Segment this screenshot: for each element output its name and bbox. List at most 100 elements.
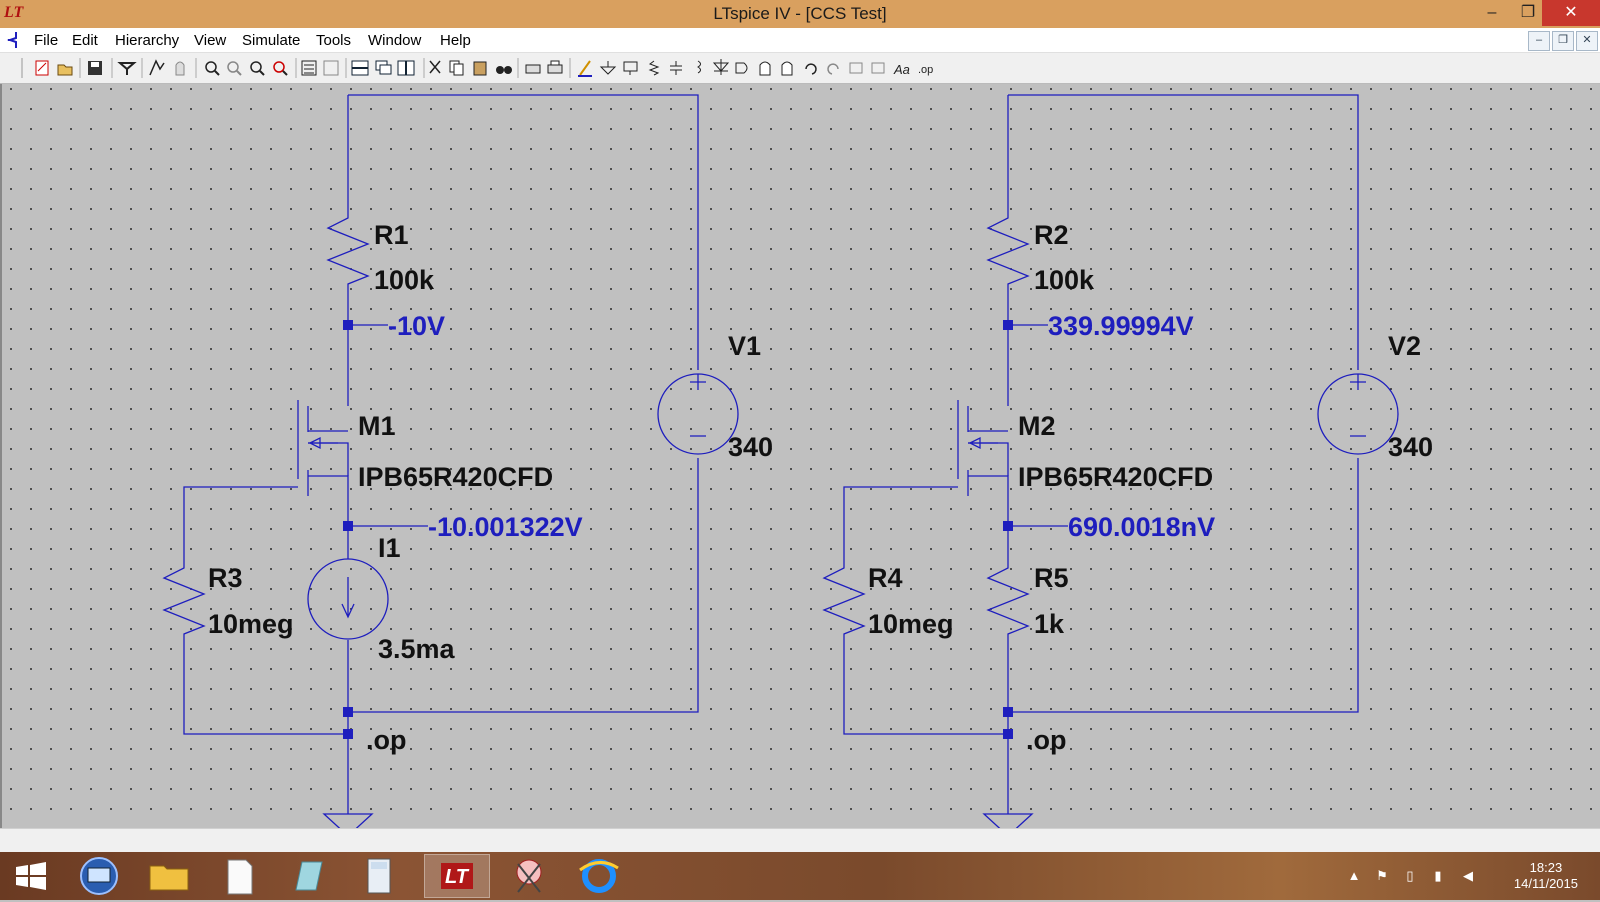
- m1-name: M1: [358, 411, 396, 441]
- r2-resistor[interactable]: [986, 210, 1030, 292]
- redo-icon[interactable]: [827, 63, 839, 75]
- resistor-icon[interactable]: [648, 60, 660, 76]
- capacitor-icon[interactable]: [670, 61, 682, 75]
- find-icon[interactable]: [496, 66, 512, 74]
- drag-icon[interactable]: [781, 61, 793, 76]
- zoom-in-icon[interactable]: [205, 61, 220, 76]
- print-setup-icon[interactable]: [525, 64, 541, 74]
- window-title: LTspice IV - [CCS Test]: [713, 4, 887, 23]
- halt-icon[interactable]: [175, 61, 185, 76]
- zoom-full-icon[interactable]: [323, 60, 339, 76]
- r4-resistor[interactable]: [822, 560, 866, 640]
- toolbar: Aa .op: [0, 53, 1600, 84]
- spice-directive-icon[interactable]: .op: [918, 64, 933, 76]
- v2-name: V2: [1388, 331, 1421, 361]
- svg-text:Aa: Aa: [893, 62, 910, 77]
- run-icon[interactable]: [149, 59, 165, 76]
- menu-hierarchy[interactable]: Hierarchy: [115, 32, 180, 49]
- left-source-voltage-label: -10.001322V: [428, 512, 583, 542]
- tile-vertical-icon[interactable]: [397, 60, 415, 76]
- taskbar: LT ▲ ⚑ ▯ ▮ ◀ 18:23 14/11/2015: [0, 852, 1600, 900]
- file-explorer-icon[interactable]: [136, 854, 202, 898]
- r5-resistor[interactable]: [986, 560, 1030, 640]
- rotate-icon[interactable]: [849, 62, 863, 74]
- r3-resistor[interactable]: [162, 560, 206, 640]
- control-panel-icon[interactable]: [117, 62, 137, 75]
- show-hidden-icons-icon[interactable]: ▲: [1347, 868, 1361, 883]
- clock[interactable]: 18:23 14/11/2015: [1514, 860, 1578, 892]
- zoom-area-icon[interactable]: [227, 61, 242, 76]
- maximize-button[interactable]: ❐: [1520, 4, 1536, 21]
- right-top-voltage-label: 339.99994V: [1048, 311, 1194, 341]
- text-icon[interactable]: Aa: [893, 62, 910, 77]
- battery-icon[interactable]: ▯: [1406, 868, 1414, 883]
- menu-view[interactable]: View: [194, 32, 227, 49]
- open-icon[interactable]: [57, 64, 73, 76]
- mdi-restore-button[interactable]: ❐: [1552, 31, 1574, 51]
- undo-icon[interactable]: [805, 63, 817, 75]
- ltspice-taskbar-button[interactable]: LT: [424, 854, 490, 898]
- v2-voltage-source[interactable]: [1317, 373, 1399, 455]
- schematic-canvas[interactable]: R1 100k M1 IPB65R420CFD V1 340 I1 3.5ma …: [0, 84, 1600, 828]
- m2-body-arrow: [968, 436, 998, 450]
- m1-value: IPB65R420CFD: [358, 462, 553, 492]
- diode-icon[interactable]: [712, 59, 730, 75]
- notepad-icon[interactable]: [206, 854, 272, 898]
- left-op-directive[interactable]: .op: [366, 725, 407, 755]
- snipping-tool-icon[interactable]: [496, 854, 562, 898]
- right-ground[interactable]: [982, 790, 1034, 828]
- close-button[interactable]: ✕: [1542, 0, 1600, 26]
- tile-horizontal-icon[interactable]: [351, 60, 369, 76]
- r1-resistor[interactable]: [326, 210, 370, 292]
- i1-current-source[interactable]: [307, 558, 389, 640]
- m2-name: M2: [1018, 411, 1056, 441]
- v1-voltage-source[interactable]: [657, 373, 739, 455]
- mdi-close-button[interactable]: ✕: [1576, 31, 1598, 51]
- menu-bar: File Edit Hierarchy View Simulate Tools …: [0, 28, 1600, 53]
- cascade-icon[interactable]: [375, 60, 392, 75]
- save-icon[interactable]: [88, 61, 102, 75]
- left-ground[interactable]: [322, 790, 374, 828]
- v1-name: V1: [728, 331, 761, 361]
- ltspice-app-icon[interactable]: LT: [4, 4, 24, 21]
- print-icon[interactable]: [547, 60, 563, 74]
- title-bar: LT LTspice IV - [CCS Test] – ❐ ✕: [0, 0, 1600, 28]
- remote-desktop-icon[interactable]: [66, 854, 132, 898]
- copy-icon[interactable]: [449, 60, 464, 76]
- minimize-button[interactable]: –: [1487, 4, 1497, 21]
- left-circuit-wires: [183, 94, 699, 790]
- menu-simulate[interactable]: Simulate: [242, 32, 301, 49]
- r4-value: 10meg: [868, 609, 954, 639]
- schematic-doc-icon[interactable]: [6, 31, 22, 49]
- menu-window[interactable]: Window: [368, 32, 422, 49]
- r4-name: R4: [868, 563, 903, 593]
- zoom-fit-icon[interactable]: [273, 61, 288, 76]
- calculator-icon[interactable]: [346, 854, 412, 898]
- menu-edit[interactable]: Edit: [72, 32, 98, 49]
- component-icon[interactable]: [735, 62, 748, 74]
- ground-icon[interactable]: [599, 61, 617, 75]
- m2-value: IPB65R420CFD: [1018, 462, 1213, 492]
- menu-tools[interactable]: Tools: [316, 32, 352, 49]
- label-net-icon[interactable]: [623, 61, 638, 75]
- action-center-icon[interactable]: ⚑: [1376, 868, 1388, 883]
- autoscale-icon[interactable]: [301, 60, 317, 76]
- right-op-directive[interactable]: .op: [1026, 725, 1067, 755]
- volume-icon[interactable]: ◀: [1463, 868, 1473, 883]
- start-icon[interactable]: [8, 854, 54, 898]
- new-schematic-icon[interactable]: [35, 60, 49, 76]
- zoom-out-icon[interactable]: [250, 61, 265, 76]
- draw-wire-icon[interactable]: [578, 60, 592, 77]
- sticky-notes-icon[interactable]: [276, 854, 342, 898]
- internet-explorer-icon[interactable]: [566, 854, 632, 898]
- menu-file[interactable]: File: [34, 32, 59, 49]
- mdi-minimize-button[interactable]: –: [1528, 31, 1550, 51]
- mirror-icon[interactable]: [871, 62, 885, 74]
- v2-value: 340: [1388, 432, 1433, 462]
- menu-help[interactable]: Help: [440, 32, 471, 49]
- inductor-icon[interactable]: [697, 60, 701, 74]
- move-icon[interactable]: [759, 61, 771, 76]
- cut-icon[interactable]: [429, 60, 441, 74]
- paste-icon[interactable]: [473, 61, 487, 76]
- network-signal-icon[interactable]: ▮: [1434, 868, 1442, 883]
